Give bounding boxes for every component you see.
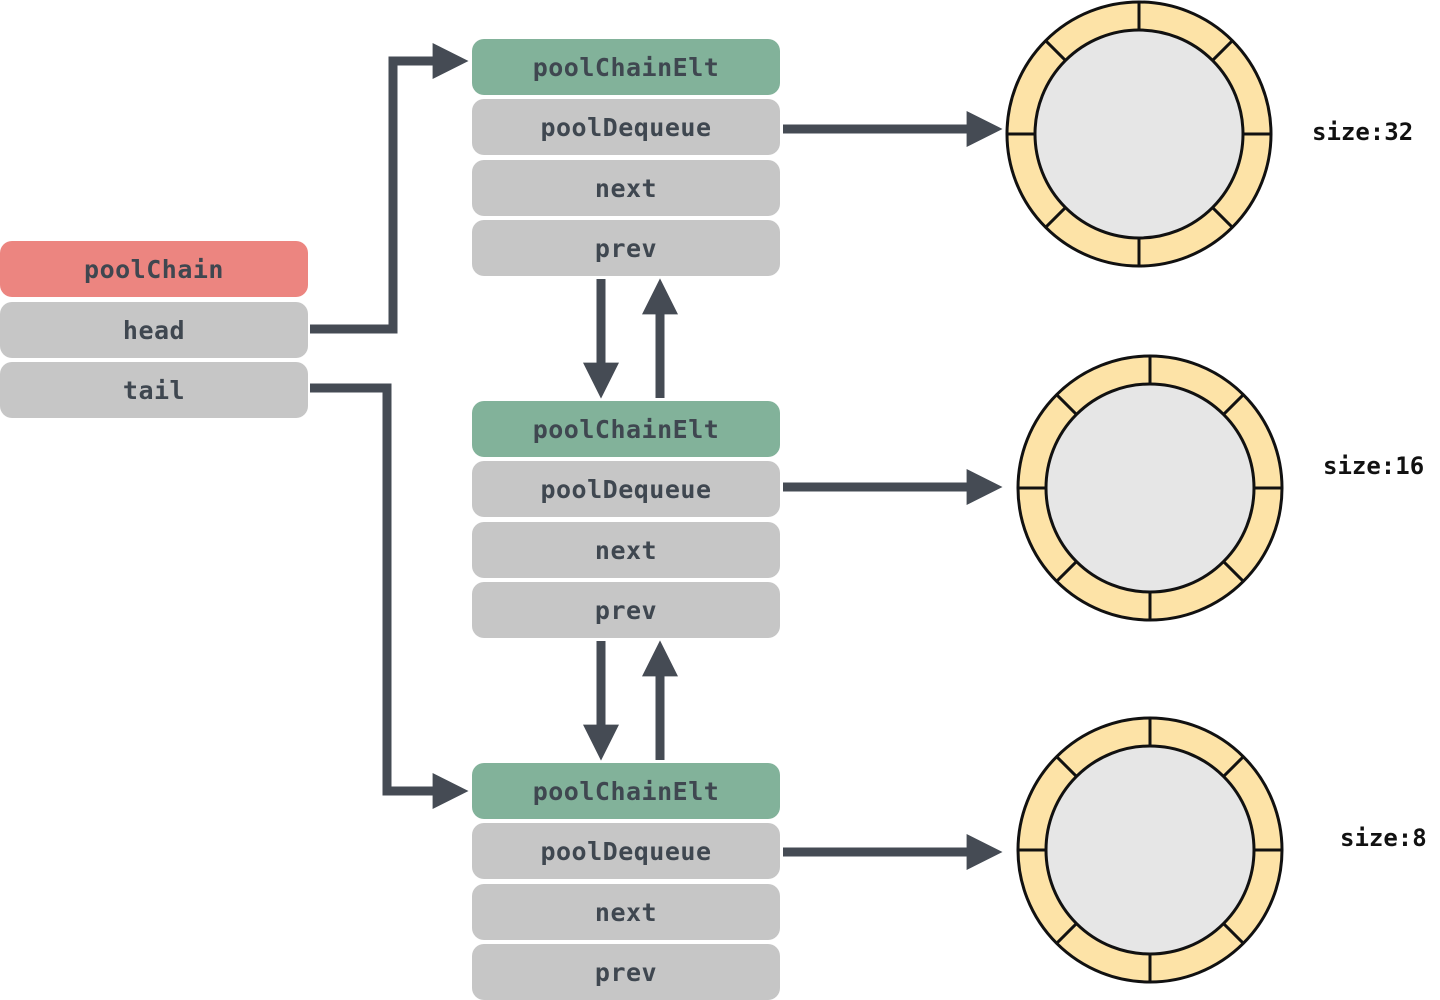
pool-dequeue-field: poolDequeue <box>472 99 780 155</box>
ring-slot-divider <box>1222 755 1245 778</box>
ring-slot-divider <box>1055 755 1078 778</box>
ring-size-label: size:32 <box>1312 118 1414 146</box>
ring-buffer-2 <box>1016 354 1284 622</box>
pool-chain-elt-header: poolChainElt <box>472 401 780 457</box>
next-field: next <box>472 884 780 940</box>
head-arrow <box>310 43 469 334</box>
ring-slot-divider <box>1044 206 1067 229</box>
ring-slot-divider <box>1211 39 1234 62</box>
pool-chain-elt-header: poolChainElt <box>472 39 780 95</box>
ring-inner <box>1033 28 1245 240</box>
prev-field: prev <box>472 944 780 1000</box>
ring-buffer-3 <box>1016 716 1284 984</box>
ring-slot-divider <box>1222 393 1245 416</box>
ring-slot-divider <box>1055 922 1078 945</box>
ring-size-label: size:16 <box>1323 452 1425 480</box>
ring-slot-divider <box>1055 560 1078 583</box>
prev-field: prev <box>472 220 780 276</box>
pool-dequeue-field: poolDequeue <box>472 461 780 517</box>
ring-size-label: size:8 <box>1340 824 1427 852</box>
pool-chain-header: poolChain <box>0 241 308 297</box>
ring-slot-divider <box>1044 39 1067 62</box>
prev-field: prev <box>472 582 780 638</box>
ring-slot-divider <box>1055 393 1078 416</box>
tail-arrow <box>310 383 469 809</box>
pool-dequeue-field: poolDequeue <box>472 823 780 879</box>
next-field: next <box>472 522 780 578</box>
ring-buffer-1 <box>1005 0 1273 268</box>
pool-chain-tail-field: tail <box>0 362 308 418</box>
ring-slot-divider <box>1222 560 1245 583</box>
ring-slot-divider <box>1211 206 1234 229</box>
pool-chain-elt-header: poolChainElt <box>472 763 780 819</box>
ring-inner <box>1044 382 1256 594</box>
next-field: next <box>472 160 780 216</box>
ring-inner <box>1044 744 1256 956</box>
ring-slot-divider <box>1222 922 1245 945</box>
pool-chain-head-field: head <box>0 302 308 358</box>
